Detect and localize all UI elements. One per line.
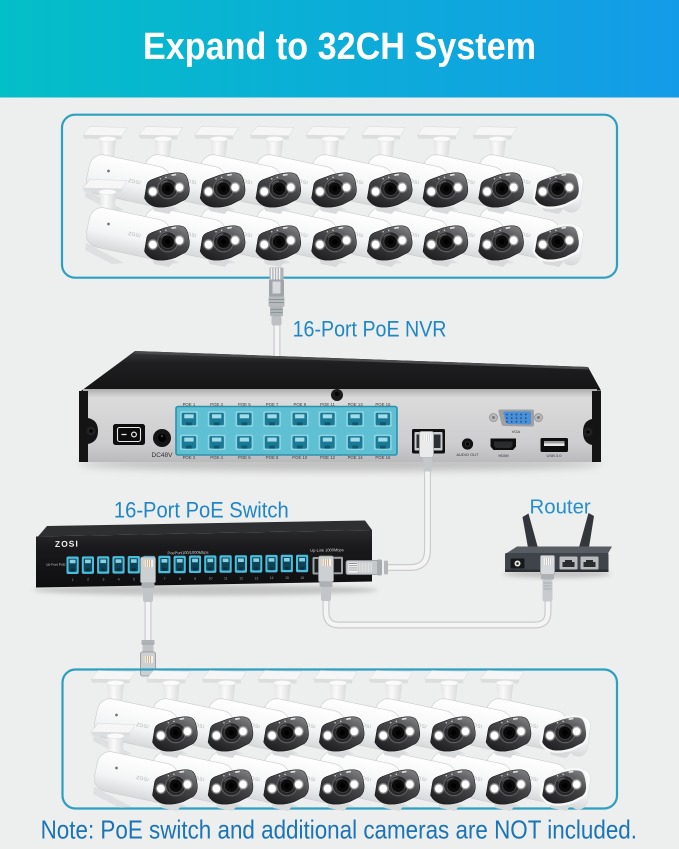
svg-text:9: 9: [194, 577, 196, 581]
svg-text:USB 3.0: USB 3.0: [547, 453, 563, 458]
svg-text:POE 1: POE 1: [183, 402, 196, 407]
svg-text:5: 5: [133, 577, 135, 581]
svg-text:Expand to 32CH System: Expand to 32CH System: [143, 26, 536, 68]
svg-text:HDMI: HDMI: [498, 453, 508, 458]
svg-text:8: 8: [179, 577, 181, 581]
svg-text:VGA: VGA: [512, 429, 521, 434]
svg-text:DC48V: DC48V: [152, 452, 174, 459]
svg-text:POE 2: POE 2: [183, 455, 196, 460]
svg-text:Up-Link 1000Mbps: Up-Link 1000Mbps: [310, 547, 344, 553]
svg-text:15: 15: [285, 576, 289, 580]
svg-text:PoePort100/1000Mbps: PoePort100/1000Mbps: [167, 550, 208, 556]
svg-text:13: 13: [255, 576, 259, 580]
svg-text:16: 16: [300, 576, 304, 580]
svg-text:POE 12: POE 12: [320, 455, 336, 460]
svg-text:16-Port PoE NVR: 16-Port PoE NVR: [293, 316, 447, 341]
svg-text:POE 14: POE 14: [348, 455, 364, 460]
svg-text:4: 4: [118, 577, 120, 581]
svg-text:POE 13: POE 13: [348, 402, 364, 407]
svg-text:11: 11: [224, 577, 228, 581]
svg-text:7: 7: [164, 577, 166, 581]
svg-text:POE 11: POE 11: [320, 402, 335, 407]
svg-text:16-Port PoE Switch: 16-Port PoE Switch: [46, 562, 77, 567]
svg-text:10: 10: [209, 577, 213, 581]
svg-text:POE 10: POE 10: [292, 455, 308, 460]
svg-text:POE 9: POE 9: [293, 402, 306, 407]
svg-text:14: 14: [270, 576, 274, 580]
svg-text:POE 3: POE 3: [210, 402, 223, 407]
svg-text:12: 12: [239, 577, 243, 581]
svg-text:POE 8: POE 8: [266, 455, 279, 460]
svg-text:POE 7: POE 7: [266, 402, 279, 407]
svg-text:AUDIO OUT: AUDIO OUT: [456, 452, 479, 457]
svg-text:POE 16: POE 16: [375, 455, 391, 460]
svg-text:POE 4: POE 4: [210, 455, 223, 460]
svg-text:POE 15: POE 15: [375, 402, 391, 407]
svg-text:16-Port PoE Switch: 16-Port PoE Switch: [114, 498, 289, 523]
svg-text:3: 3: [102, 578, 104, 582]
svg-text:POE 5: POE 5: [238, 402, 251, 407]
svg-text:1: 1: [72, 578, 74, 582]
svg-text:ZOSI: ZOSI: [55, 539, 79, 549]
svg-text:POE 6: POE 6: [238, 455, 251, 460]
svg-text:Note: PoE switch and additiona: Note: PoE switch and additional cameras …: [41, 817, 637, 845]
svg-text:Router: Router: [530, 497, 592, 519]
svg-text:2: 2: [87, 578, 89, 582]
